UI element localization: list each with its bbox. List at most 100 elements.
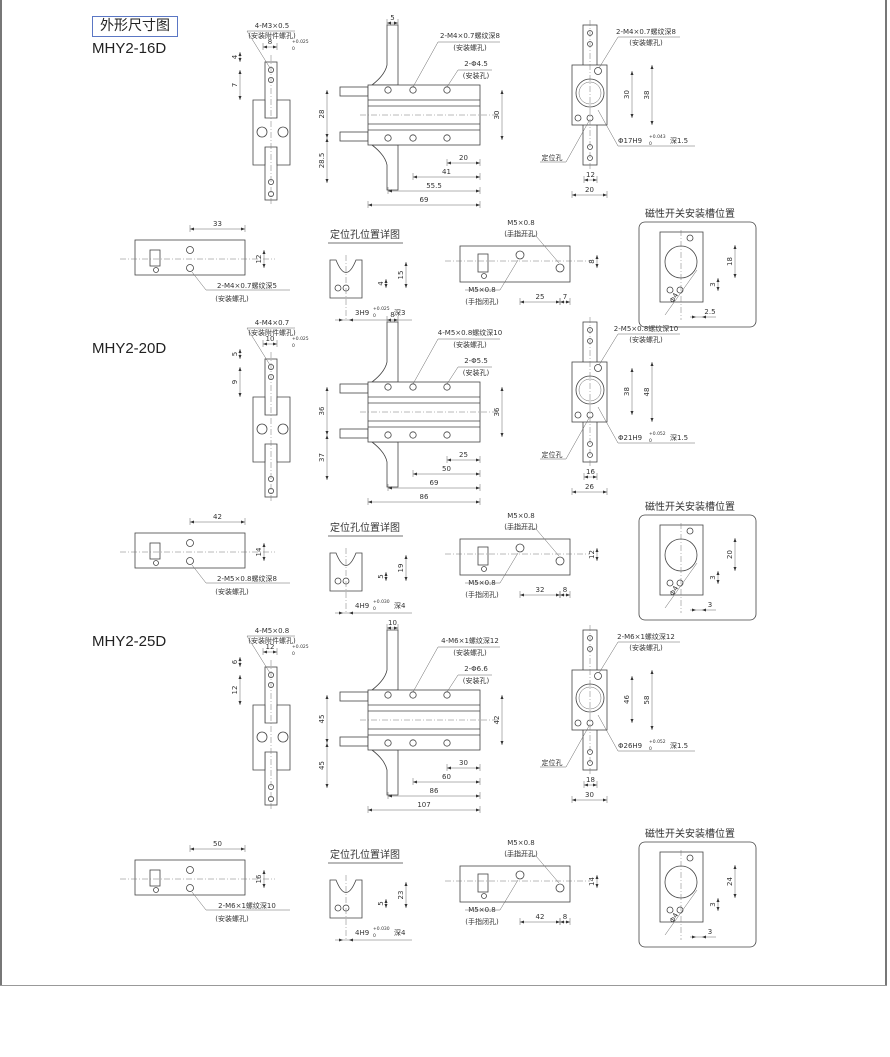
- model-title-20d: MHY2-20D: [92, 340, 167, 357]
- arrowhead: [394, 626, 398, 630]
- hole-pitch-dimension: 30: [493, 111, 501, 120]
- attachment-thread-note: (安装附件螺孔): [248, 636, 296, 645]
- arrowhead: [238, 355, 242, 359]
- finger-open-note: (手指开孔): [504, 229, 538, 238]
- leader-line: [191, 891, 207, 911]
- slot-offset-dimension: 3: [709, 902, 717, 906]
- end-thread-label: 2-M5×0.8螺纹深10: [614, 324, 678, 333]
- arrowhead: [325, 784, 329, 788]
- port-end-dimension: 8: [563, 586, 567, 594]
- section-mhy2-25d-detail-views: 50162-M6×1螺纹深10(安装螺孔)定位孔位置详图5234H9+0.030…: [120, 827, 757, 948]
- arrowhead: [404, 284, 408, 288]
- arrowhead: [273, 342, 277, 346]
- pin-size-label: 3H9: [355, 309, 369, 317]
- pin-hole: [334, 284, 342, 292]
- pin-hole-label: 定位孔: [542, 450, 563, 459]
- arrowhead: [349, 611, 353, 615]
- page-frame-left: [0, 0, 2, 986]
- finger-upper: [339, 691, 369, 702]
- slot-height-dimension: 24: [726, 877, 734, 886]
- body-height-dimension: 38: [643, 91, 651, 100]
- arrowhead: [733, 865, 737, 869]
- finger-close-note: (手指闭孔): [465, 590, 499, 599]
- arrowhead: [349, 318, 353, 322]
- leader-line: [246, 327, 271, 366]
- arrowhead: [716, 287, 720, 291]
- hole-pitch-dimension: 12: [255, 255, 263, 264]
- arrowhead: [733, 274, 737, 278]
- length-dimension-2: 41: [442, 168, 451, 176]
- arrowhead: [238, 96, 242, 100]
- arrowhead: [238, 393, 242, 397]
- length-dimension-3: 86: [430, 787, 439, 795]
- slot-width-label: 2.5: [704, 308, 715, 316]
- length-dimension-1: 30: [459, 759, 468, 767]
- switch-slot-title: 磁性开关安装槽位置: [645, 207, 735, 220]
- slot-leader: [664, 889, 698, 936]
- length-dimension-3: 69: [430, 479, 439, 487]
- arrowhead: [595, 255, 599, 259]
- pin-tol-lower: 0: [373, 933, 376, 939]
- finger-close-note: (手指闭孔): [465, 917, 499, 926]
- width-tol-upper: +0.025: [292, 39, 309, 45]
- leader-line: [499, 259, 519, 291]
- overall-length-dimension: 107: [417, 801, 430, 809]
- body-height-dimension: 48: [643, 388, 651, 397]
- arrowhead: [476, 780, 480, 784]
- pin-hole: [334, 577, 342, 585]
- hole-position-dimension: 42: [213, 513, 222, 521]
- arrowhead: [593, 475, 597, 479]
- arrowhead: [630, 411, 634, 415]
- arrowhead: [595, 264, 599, 268]
- pin-hole: [574, 411, 582, 419]
- arrowhead: [692, 935, 696, 939]
- bottom-thread-label: 2-M4×0.7螺纹深5: [217, 281, 277, 290]
- pin-hole: [574, 114, 582, 122]
- pin-hole: [481, 893, 487, 899]
- pin-hole: [676, 906, 684, 914]
- arrowhead: [520, 300, 524, 304]
- gripper-body-outline: [252, 396, 291, 463]
- pin-depth-label: 深3: [394, 308, 405, 317]
- bore-circle: [664, 538, 698, 572]
- finger-plate-upper: [370, 629, 399, 691]
- finger-open-port: [555, 556, 565, 566]
- arrowhead: [325, 179, 329, 183]
- arrowhead: [413, 780, 417, 784]
- arrowhead: [387, 318, 391, 322]
- through-hole-note: (安装孔): [463, 368, 490, 377]
- arrowhead: [388, 794, 392, 798]
- attachment-thread-note: (安装附件螺孔): [248, 328, 296, 337]
- mount-hole: [384, 431, 392, 439]
- arrowhead: [556, 920, 560, 924]
- arrowhead: [500, 695, 504, 699]
- arrowhead: [716, 907, 720, 911]
- lower-height-dimension: 28.5: [318, 153, 326, 169]
- end-thread-label: 2-M6×1螺纹深12: [617, 632, 675, 641]
- finger-block: [477, 873, 489, 893]
- arrowhead: [733, 245, 737, 249]
- mount-hole: [443, 134, 451, 142]
- arrowhead: [404, 904, 408, 908]
- pin-hole-label: 定位孔: [542, 153, 563, 162]
- body-width-dimension: 30: [585, 791, 594, 799]
- pin-hole: [334, 904, 342, 912]
- detail-title: 定位孔位置详图: [330, 228, 400, 241]
- mount-hole: [409, 383, 417, 391]
- mount-thread-label: 4-M6×1螺纹深12: [441, 636, 499, 645]
- arrowhead: [404, 882, 408, 886]
- pin-hole: [666, 906, 674, 914]
- mount-hole: [594, 364, 602, 372]
- width-tol-upper: +0.025: [292, 644, 309, 650]
- finger-block: [149, 249, 161, 267]
- arrowhead: [384, 577, 388, 581]
- mount-thread-label: 2-M4×0.7螺纹深8: [440, 31, 500, 40]
- attachment-thread-label: 4-M3×0.5: [255, 22, 289, 30]
- finger-block: [149, 869, 161, 887]
- arrowhead: [404, 262, 408, 266]
- slot-height-dimension: 18: [726, 257, 734, 266]
- screw-head: [256, 423, 268, 435]
